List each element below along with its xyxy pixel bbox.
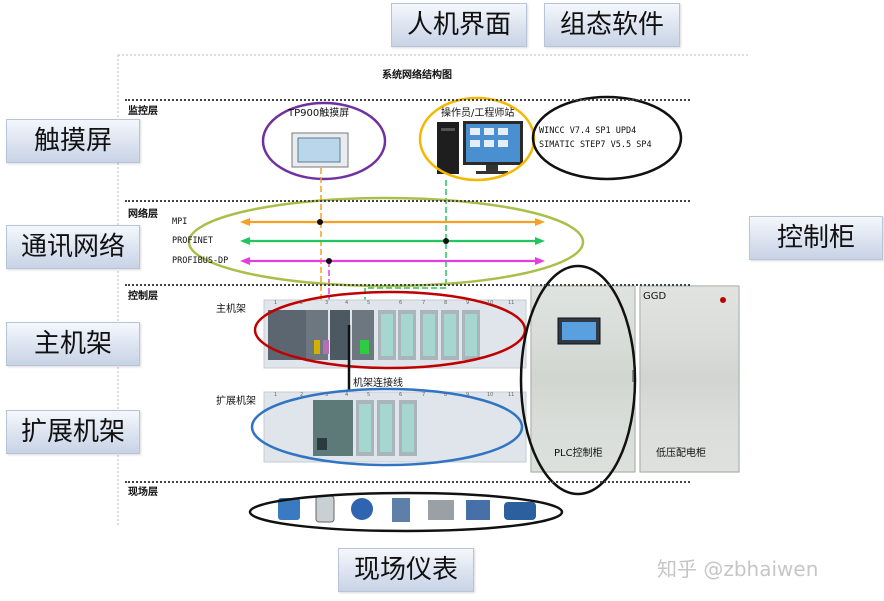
network-lines [240,218,545,265]
slot-number: 7 [422,392,426,398]
lv-cabinet-label: 低压配电柜 [656,448,706,459]
layer-control-label: 控制层 [128,291,158,302]
slot-number: 4 [345,392,349,398]
slot-number: 1 [274,392,278,398]
slot-number: 8 [444,392,448,398]
callout-main-rack: 主机架 [6,322,140,366]
profinet-node [443,238,449,244]
slot-number: 6 [399,392,403,398]
software-line2: SIMATIC STEP7 V5.5 SP4 [539,140,652,150]
network-ellipse [187,196,585,288]
slot-number: 5 [367,392,371,398]
main-rack-label: 主机架 [216,304,246,315]
watermark: 知乎 @zbhaiwen [657,557,819,581]
slot-number: 9 [466,392,470,398]
software-line1: WINCC V7.4 SP1 UPD4 [539,126,637,136]
slot-number: 11 [508,392,515,398]
slot-number: 1 [274,300,278,306]
field-instruments [278,495,536,523]
slot-number: 3 [325,300,329,306]
slot-number: 3 [325,392,329,398]
slot-number: 2 [300,392,304,398]
separator-field [125,481,690,483]
slot-number: 8 [444,300,448,306]
field-ellipse [248,491,564,533]
tp900-panel-icon [291,132,349,168]
touchscreen-ellipse [261,101,387,181]
callout-config-software: 组态软件 [544,3,680,47]
software-ellipse [531,95,683,181]
callout-expansion-rack: 扩展机架 [6,410,140,454]
callout-cabinet: 控制柜 [749,216,883,260]
callout-touchscreen: 触摸屏 [6,119,140,163]
profibus-node [326,258,332,264]
slot-number: 6 [399,300,403,306]
profinet-label: PROFINET [172,236,213,246]
workstation-label: 操作员/工程师站 [441,108,515,119]
ggd-label: GGD [643,291,667,302]
layer-field-label: 现场层 [128,487,158,498]
slot-number: 7 [422,300,426,306]
rack-link-label: 机架连接线 [353,378,403,389]
expansion-rack-graphic [263,391,527,463]
diagram-title: 系统网络结构图 [382,70,452,81]
slot-number: 2 [300,300,304,306]
main-rack-ellipse [253,290,527,370]
callout-network: 通讯网络 [6,225,140,269]
cabinet-ellipse [519,264,637,496]
slot-number: 10 [487,300,494,306]
mpi-label: MPI [172,217,188,227]
lv-cabinet-graphic [639,285,740,473]
profibus-label: PROFIBUS-DP [172,256,229,266]
layer-network-label: 网络层 [128,209,158,220]
workstation-icon [437,121,523,174]
separator-monitor [125,99,690,101]
callout-hmi: 人机界面 [391,3,527,47]
expansion-rack-label: 扩展机架 [216,396,256,407]
callout-field: 现场仪表 [338,548,474,592]
separator-control [125,284,690,286]
plc-cabinet-graphic [530,285,636,473]
slot-number: 5 [367,300,371,306]
slot-number: 9 [466,300,470,306]
slot-number: 4 [345,300,349,306]
plc-cabinet-label: PLC控制柜 [554,448,603,459]
expansion-rack-ellipse [250,387,524,467]
slot-number: 10 [487,392,494,398]
slot-number: 11 [508,300,515,306]
layer-monitor-label: 监控层 [128,106,158,117]
mpi-node [317,219,323,225]
tp900-label: TP900触摸屏 [288,108,350,119]
separator-network [125,200,690,202]
